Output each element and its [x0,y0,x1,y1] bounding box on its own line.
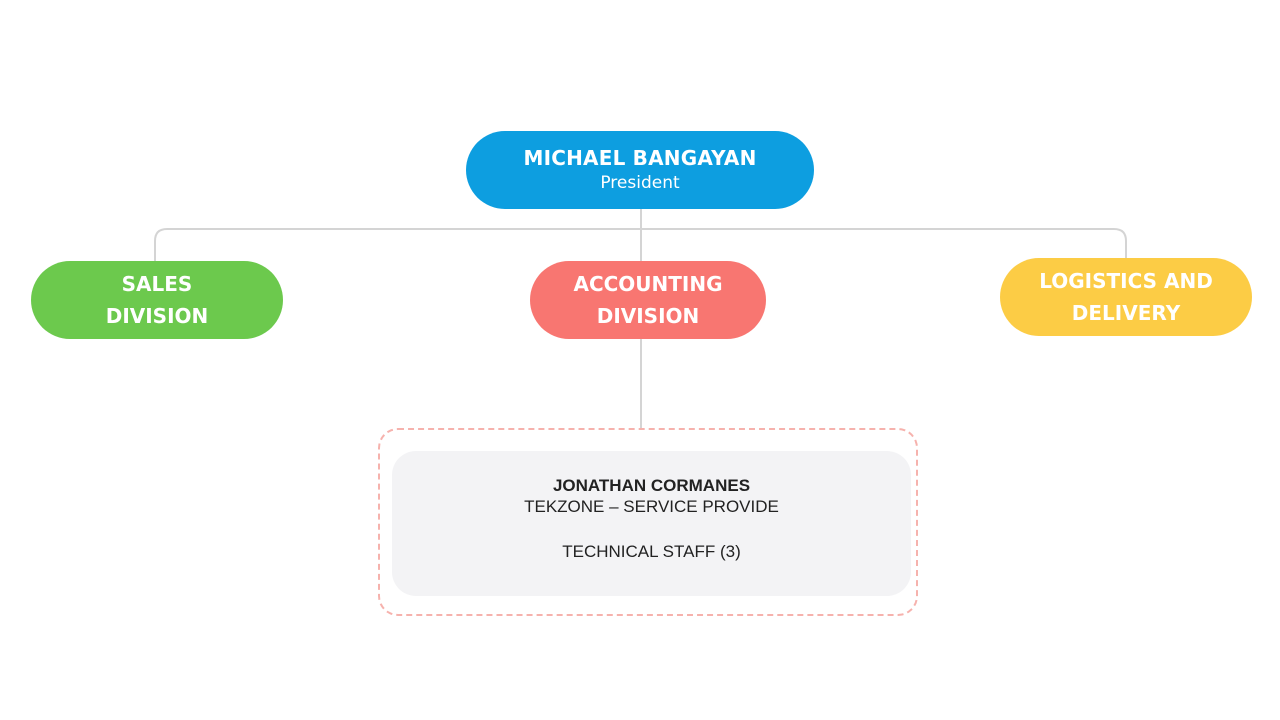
accounting-division-label-line-2: DIVISION [596,304,700,328]
president-role: President [600,173,680,193]
detail-company: TEKZONE – SERVICE PROVIDE [524,497,779,516]
sales-division-label-line-2: DIVISION [105,304,209,328]
accounting-detail-frame [378,428,918,616]
logistics-division-label-line-2: DELIVERY [1071,301,1181,325]
president-name: MICHAEL BANGAYAN [523,146,757,170]
sales-division-node: SALES DIVISION [31,261,283,339]
logistics-division-node: LOGISTICS AND DELIVERY [1000,258,1252,336]
accounting-detail-card: JONATHAN CORMANES TEKZONE – SERVICE PROV… [392,451,911,596]
president-node: MICHAEL BANGAYAN President [466,131,814,209]
accounting-division-node: ACCOUNTING DIVISION [530,261,766,339]
accounting-division-label-line-1: ACCOUNTING [573,272,723,296]
logistics-division-label-line-1: LOGISTICS AND [1039,269,1213,293]
sales-division-label-line-1: SALES [121,272,193,296]
detail-person-name: JONATHAN CORMANES [552,476,751,495]
detail-staff: TECHNICAL STAFF (3) [562,542,741,561]
